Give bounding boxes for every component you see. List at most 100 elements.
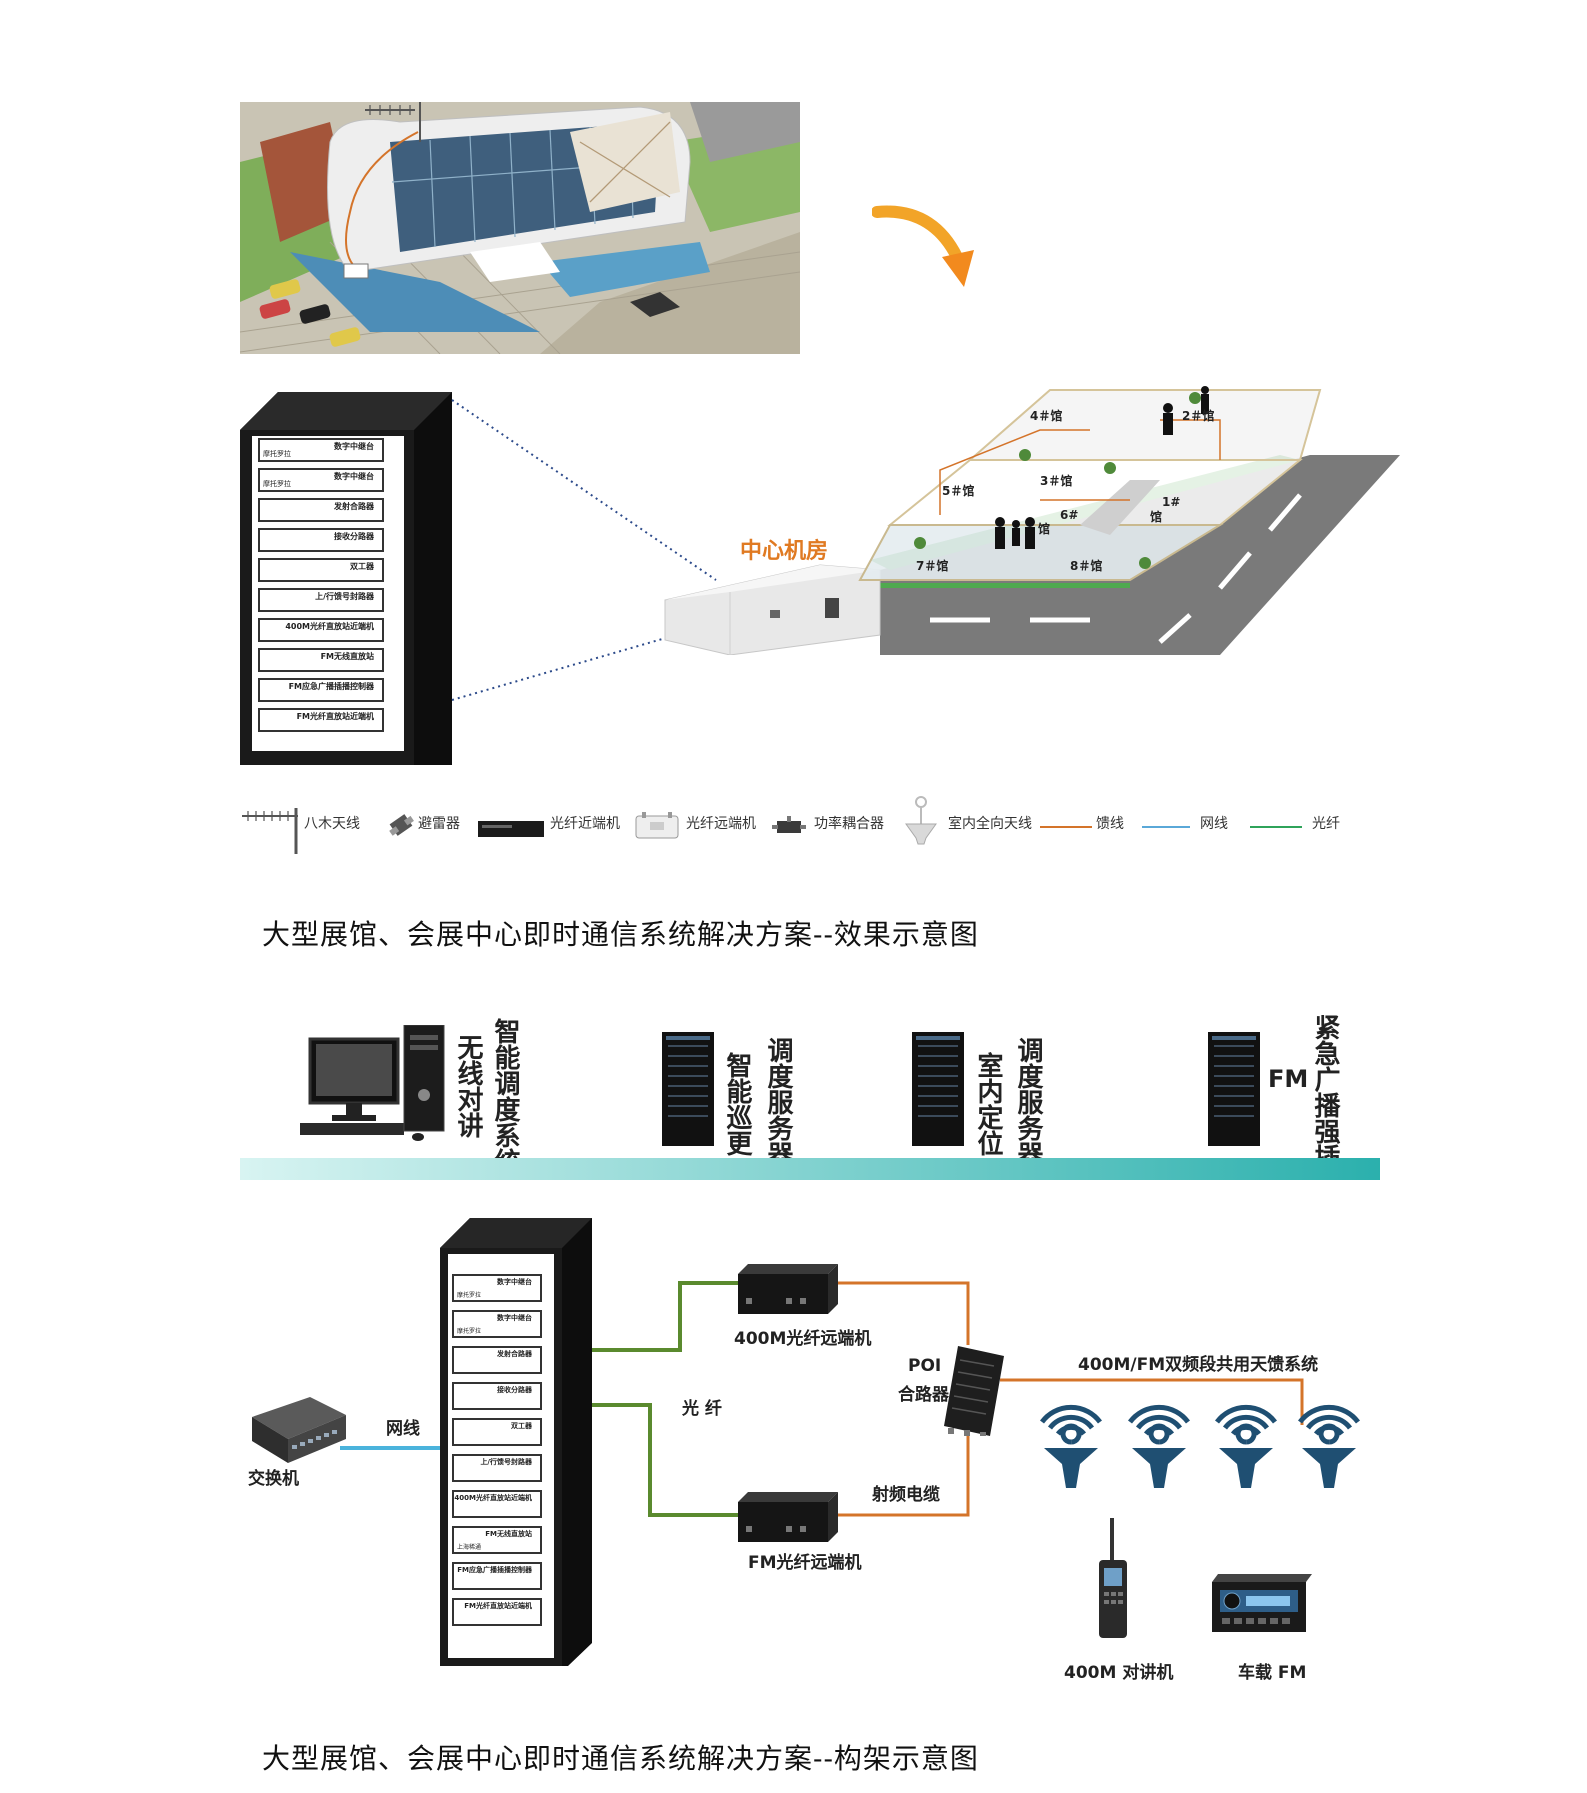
bottom-rack-slot: FM应急广播插播控制器 (452, 1562, 542, 1590)
hall-label-6-suffix: 馆 (1038, 522, 1051, 536)
server-rack-icon-1 (662, 1032, 714, 1146)
server-rack-icon-3 (1208, 1032, 1260, 1146)
hall-label-1-suffix: 馆 (1150, 510, 1163, 524)
top-rack-slot-label: 双工器 (350, 562, 374, 571)
legend-label-yagi: 八木天线 (304, 816, 360, 832)
hall-label-2: 2＃馆 (1182, 409, 1215, 423)
top-rack-slot-label: 发射合路器 (334, 502, 374, 511)
indoor-omni-antenna-icon (905, 796, 937, 845)
switch-label: 交换机 (248, 1469, 299, 1489)
top-rack-slot-sublabel: 摩托罗拉 (263, 450, 291, 458)
bottom-rack-slot-sublabel: 上海稀通 (457, 1544, 482, 1551)
legend-label-network: 网线 (1200, 816, 1228, 832)
bottom-rack-slot: 接收分路器 (452, 1382, 542, 1410)
legend-label-fiber: 光纤 (1312, 816, 1340, 832)
fiber-line-icon (1250, 826, 1302, 828)
top-rack-slot-label: 400M光纤直放站近端机 (285, 622, 374, 631)
network-switch-icon (252, 1397, 346, 1463)
lightning-arrester-icon (389, 814, 414, 836)
top-rack-slot-label: 上/行馈号封路器 (315, 592, 374, 601)
ceiling-antenna-icon (1128, 1404, 1190, 1488)
server-4-label: FM (1268, 1065, 1309, 1093)
architecture-connections (340, 1281, 1304, 1517)
hall-label-8: 8＃馆 (1070, 559, 1103, 573)
bottom-rack-slot: 上/行馈号封路器 (452, 1454, 542, 1482)
bottom-rack-slot-label: 发射合路器 (497, 1350, 532, 1358)
top-rack-slot: 数字中继台摩托罗拉 (258, 468, 384, 492)
server-2-label: 智能巡更 (722, 1052, 752, 1156)
top-rack-slot: 发射合路器 (258, 498, 384, 522)
network-bus-bar (240, 1158, 1380, 1180)
top-rack-slot-sublabel: 摩托罗拉 (263, 480, 291, 488)
fiber-label: 光 纤 (682, 1399, 722, 1419)
caption-effect-diagram: 大型展馆、会展中心即时通信系统解决方案--效果示意图 (262, 918, 979, 951)
remote-fm-unit-icon (738, 1492, 838, 1542)
legend-label-arrester: 避雷器 (418, 816, 460, 832)
bottom-rack-slot-label: 400M光纤直放站近端机 (454, 1494, 532, 1502)
fiber-remote-end-icon (635, 812, 679, 839)
fiber-near-end-icon (478, 821, 544, 837)
hall-label-3: 3＃馆 (1040, 474, 1073, 488)
bottom-rack-slot-label: 数字中继台 (497, 1278, 532, 1286)
poi-label: POI (908, 1356, 942, 1376)
bottom-rack-slot-label: FM光纤直放站近端机 (464, 1602, 532, 1610)
walkie-talkie-label: 400M 对讲机 (1064, 1663, 1174, 1683)
bottom-rack-slot: FM光纤直放站近端机 (452, 1598, 542, 1626)
rf-cable-label: 射频电缆 (872, 1485, 940, 1505)
hall-label-7: 7＃馆 (916, 559, 949, 573)
network-line-label: 网线 (386, 1419, 420, 1439)
orange-curved-arrow-icon (872, 205, 974, 287)
feeder-line-icon (1040, 826, 1092, 828)
top-rack-slot: 上/行馈号封路器 (258, 588, 384, 612)
poi-combiner-label: 合路器 (898, 1385, 949, 1405)
hall-label-5: 5＃馆 (942, 484, 975, 498)
bottom-rack-slot: 数字中继台摩托罗拉 (452, 1274, 542, 1302)
antenna-system-label: 400M/FM双频段共用天馈系统 (1078, 1355, 1319, 1375)
top-rack-slot: 数字中继台摩托罗拉 (258, 438, 384, 462)
legend-label-near-end: 光纤近端机 (550, 816, 620, 832)
legend-label-coupler: 功率耦合器 (814, 816, 884, 832)
server-4-label2: 紧急广播强插 (1310, 1014, 1340, 1170)
hall-label-4: 4＃馆 (1030, 409, 1063, 423)
top-rack-slot-label: 数字中继台 (334, 472, 374, 481)
poi-combiner-icon (944, 1346, 1004, 1436)
server-2-label2: 调度服务器 (763, 1037, 793, 1167)
top-rack-slot: FM无线直放站 (258, 648, 384, 672)
ceiling-antenna-icon (1215, 1404, 1277, 1488)
bottom-rack-slot: 400M光纤直放站近端机 (452, 1490, 542, 1518)
server-3-label2: 调度服务器 (1013, 1037, 1043, 1167)
ceiling-antenna-icon (1040, 1404, 1102, 1488)
bottom-rack-slot-label: FM应急广播插播控制器 (457, 1566, 532, 1574)
top-rack-slot: 接收分路器 (258, 528, 384, 552)
floor-plan-3d: 中心机房 4＃馆 2＃馆 5＃馆 3＃馆 6# 1# 7＃馆 8＃馆 馆 馆 (660, 360, 1400, 655)
bottom-rack-slot-sublabel: 摩托罗拉 (457, 1328, 482, 1335)
walkie-talkie-icon (1099, 1518, 1127, 1638)
exhibition-building-image (240, 102, 800, 354)
top-rack-slot: FM应急广播插播控制器 (258, 678, 384, 702)
remote-fm-label: FM光纤远端机 (748, 1553, 862, 1573)
bottom-rack-slot-sublabel: 摩托罗拉 (457, 1292, 482, 1299)
top-rack-slot-label: 接收分路器 (334, 532, 374, 541)
bottom-rack-slot-label: 双工器 (511, 1422, 532, 1430)
top-rack-slot: 400M光纤直放站近端机 (258, 618, 384, 642)
car-fm-radio-icon (1212, 1574, 1312, 1632)
top-rack-slot: FM光纤直放站近端机 (258, 708, 384, 732)
car-fm-label: 车载 FM (1238, 1663, 1307, 1683)
remote-400m-label: 400M光纤远端机 (734, 1329, 872, 1349)
bottom-rack-slot-label: 接收分路器 (497, 1386, 532, 1394)
bottom-rack-slot: 双工器 (452, 1418, 542, 1446)
server-1-label2: 智能调度系统 (490, 1018, 520, 1174)
bottom-rack-slot-label: FM无线直放站 (485, 1530, 532, 1538)
machine-room-label: 中心机房 (740, 539, 829, 564)
server-rack-icon-2 (912, 1032, 964, 1146)
legend-label-feeder: 馈线 (1096, 816, 1124, 832)
top-rack-slot-label: FM光纤直放站近端机 (296, 712, 374, 721)
bottom-rack-slot-label: 数字中继台 (497, 1314, 532, 1322)
bottom-rack-slot: 发射合路器 (452, 1346, 542, 1374)
bottom-rack-slot: FM无线直放站上海稀通 (452, 1526, 542, 1554)
legend-label-remote-end: 光纤远端机 (686, 816, 756, 832)
remote-400m-unit-icon (738, 1264, 838, 1314)
server-3-label: 室内定位 (973, 1052, 1003, 1156)
network-line-icon (1142, 826, 1190, 828)
caption-architecture-diagram: 大型展馆、会展中心即时通信系统解决方案--构架示意图 (262, 1742, 979, 1775)
